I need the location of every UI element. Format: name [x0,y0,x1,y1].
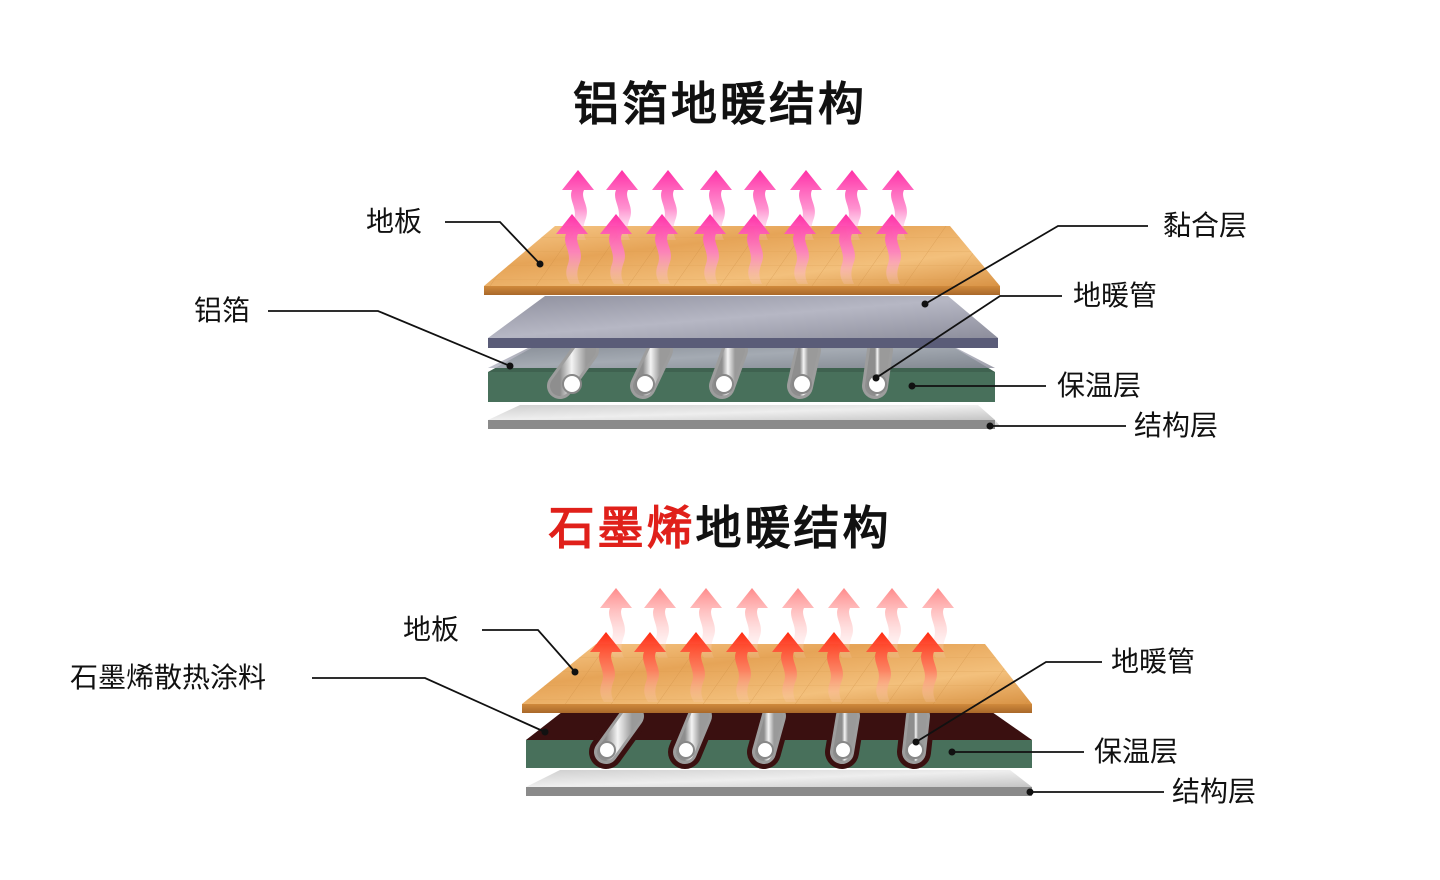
heat-arrow-lower-3 [680,632,712,702]
pipe-4 [825,699,865,769]
leader-coating [312,677,546,733]
heat-arrow-lower-5 [738,214,770,284]
heat-arrow-upper-3 [690,588,722,658]
top-floor-layer [484,226,1000,295]
heat-arrow-lower-4 [694,214,726,284]
heat-arrow-upper-2 [644,588,676,658]
heat-arrow-upper-3 [652,170,684,240]
pipe-3 [709,337,748,399]
top-leader-dots [506,260,994,430]
heat-arrow-upper-4 [736,588,768,658]
heat-arrow-lower-1 [590,632,622,702]
pipe-4 [787,337,821,399]
leader-foil [268,310,511,367]
heat-arrow-lower-8 [912,632,944,702]
top-structure-layer [488,405,1000,429]
heat-arrow-lower-8 [876,214,908,284]
heat-arrow-upper-8 [922,588,954,658]
heat-arrow-upper-2 [606,170,638,240]
bottom-leader-lines [312,629,1164,793]
heat-arrow-upper-1 [600,588,632,658]
pipe-1 [589,699,649,769]
bottom-pipes [589,699,935,769]
pipe-1 [547,337,599,399]
label-top-pipe: 地暖管 [1073,279,1158,312]
label-top-insulation: 保温层 [1057,369,1142,402]
label-top-foil: 铝箔 [194,294,251,327]
heat-arrow-lower-4 [726,632,758,702]
heat-arrow-upper-8 [882,170,914,240]
heat-arrow-upper-6 [790,170,822,240]
label-top-adhesive: 黏合层 [1163,209,1248,242]
leader-pipe [875,295,1062,379]
heat-arrow-upper-4 [700,170,732,240]
heat-arrow-lower-6 [784,214,816,284]
heat-arrow-upper-6 [828,588,860,658]
label-bottom-coating: 石墨烯散热涂料 [70,661,267,694]
top-leader-lines [268,221,1148,427]
label-top-structure: 结构层 [1134,409,1219,442]
top-adhesive-layer [488,296,998,348]
title-graphene-floor-heating: 石墨烯地暖结构 [0,492,1440,558]
heat-arrow-lower-2 [600,214,632,284]
pipe-2 [668,699,717,769]
label-bottom-pipe: 地暖管 [1111,645,1196,678]
top-heat-arrows [556,170,914,284]
label-top-floor: 地板 [366,205,423,238]
pipe-3 [747,699,791,769]
pipe-2 [630,337,673,399]
heat-arrow-upper-5 [744,170,776,240]
title-highlight: 石墨烯 [548,501,696,555]
pipe-5 [862,337,893,399]
label-bottom-floor: 地板 [403,613,460,646]
label-bottom-insulation: 保温层 [1094,735,1179,768]
leader-pipe [915,661,1102,743]
bottom-leader-dots [541,668,1034,796]
leader-floor [482,629,576,673]
heat-arrow-lower-5 [772,632,804,702]
heat-arrow-lower-6 [818,632,850,702]
heat-arrow-upper-7 [836,170,868,240]
heat-arrow-lower-3 [646,214,678,284]
heat-arrow-lower-2 [634,632,666,702]
bottom-heat-arrows [590,588,954,702]
heat-arrow-lower-1 [556,214,588,284]
label-bottom-structure: 结构层 [1172,775,1257,808]
heat-arrow-upper-7 [876,588,908,658]
leader-adhesive [924,225,1148,305]
heat-arrow-lower-7 [830,214,862,284]
bottom-structure-layer [526,770,1032,796]
heat-arrow-upper-1 [562,170,594,240]
heat-arrow-upper-5 [782,588,814,658]
title-aluminum-foil-floor-heating: 铝箔地暖结构 [573,77,867,131]
leader-floor [445,221,541,265]
heat-arrow-lower-7 [866,632,898,702]
title-rest: 地暖结构 [695,501,892,555]
bottom-floor-layer [522,644,1032,713]
pipe-5 [897,699,935,769]
